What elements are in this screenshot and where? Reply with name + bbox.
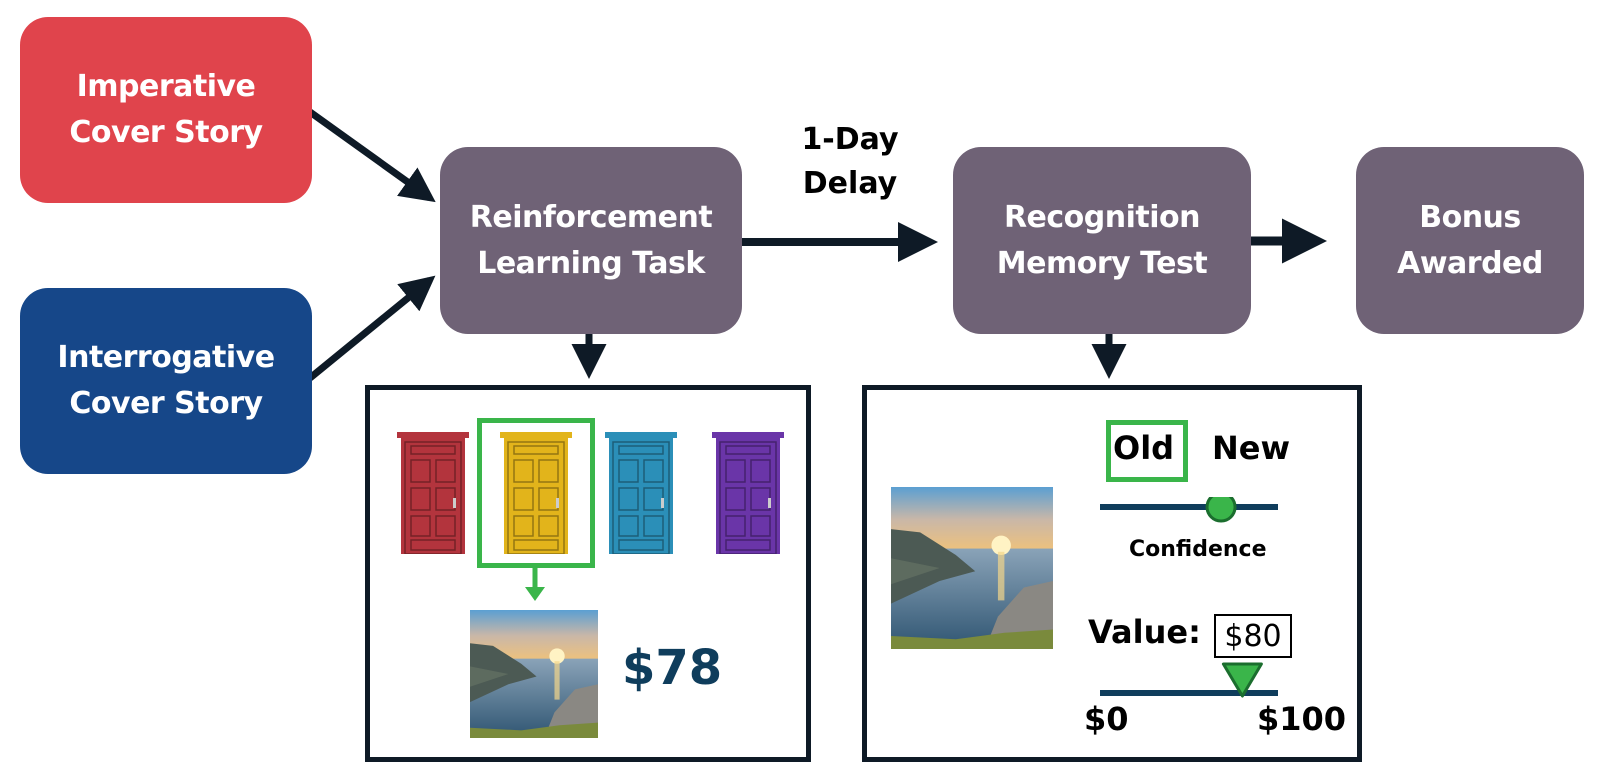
node-interrogative-label: Interrogative Cover Story <box>57 340 275 421</box>
node-memory-label: Recognition Memory Test <box>996 199 1208 281</box>
arrow-imperative-to-rl <box>307 109 436 203</box>
door-purple[interactable] <box>712 432 784 554</box>
old-option-highlight <box>1106 420 1188 482</box>
value-slider[interactable] <box>1100 660 1300 710</box>
node-interrogative-cover-story: Interrogative Cover Story <box>20 288 312 474</box>
node-imperative-cover-story: Imperative Cover Story <box>20 17 312 203</box>
door-red[interactable] <box>397 432 469 554</box>
node-recognition-memory-test: Recognition Memory Test <box>953 147 1251 334</box>
value-min-label: $0 <box>1084 700 1129 738</box>
value-max-label: $100 <box>1257 700 1347 738</box>
node-imperative-label: Imperative Cover Story <box>69 69 263 150</box>
value-label: Value: <box>1088 613 1201 651</box>
confidence-slider[interactable] <box>1100 497 1300 537</box>
node-bonus-label: Bonus Awarded <box>1397 199 1543 281</box>
option-old[interactable]: Old <box>1113 429 1175 467</box>
node-reinforcement-learning-task: Reinforcement Learning Task <box>440 147 742 334</box>
node-rl-label: Reinforcement Learning Task <box>469 199 713 281</box>
arrow-interrogative-to-rl <box>307 275 436 381</box>
outcome-landscape-image <box>470 610 598 738</box>
confidence-label: Confidence <box>1129 537 1267 562</box>
confidence-handle[interactable] <box>1205 497 1237 523</box>
reward-value: $78 <box>622 640 723 696</box>
landscape-painting-icon <box>891 487 1053 649</box>
node-bonus-awarded: Bonus Awarded <box>1356 147 1584 334</box>
landscape-painting-icon <box>470 610 598 738</box>
door-yellow[interactable] <box>500 432 572 554</box>
selected-door-highlight <box>477 418 595 568</box>
option-new[interactable]: New <box>1212 429 1291 467</box>
delay-label: 1-Day Delay <box>801 122 899 201</box>
memory-landscape-image <box>891 487 1053 649</box>
value-entry-box[interactable]: $80 <box>1214 614 1292 658</box>
value-handle[interactable] <box>1221 662 1263 698</box>
door-blue[interactable] <box>605 432 677 554</box>
selection-arrow-icon <box>525 565 545 601</box>
